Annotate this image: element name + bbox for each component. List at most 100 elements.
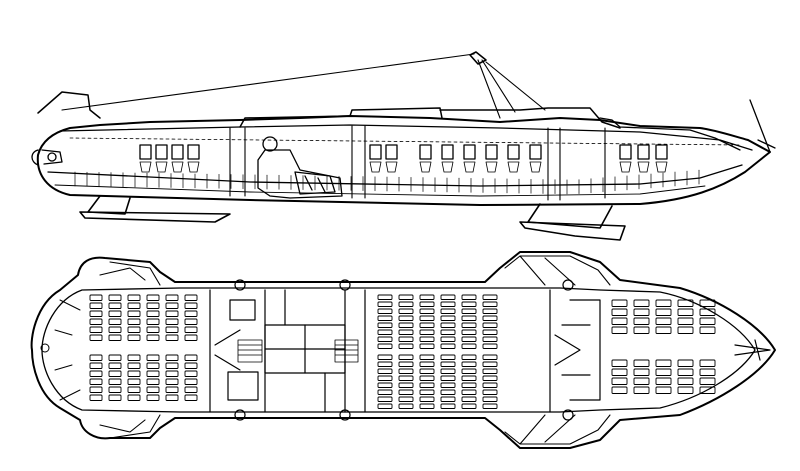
seat (420, 369, 434, 374)
seat (420, 316, 434, 321)
seat (634, 327, 649, 334)
seat (483, 376, 497, 381)
side-seat (620, 162, 631, 172)
seat (483, 404, 497, 409)
seat (378, 383, 392, 388)
seat (109, 327, 121, 333)
seat (420, 397, 434, 402)
seat (90, 371, 102, 377)
seat (420, 390, 434, 395)
hull-frame-band (55, 185, 705, 196)
seat (399, 383, 413, 388)
seat (483, 309, 497, 314)
seat (483, 295, 497, 300)
seat (399, 404, 413, 409)
seat (128, 371, 140, 377)
seat (185, 295, 197, 301)
side-seat (172, 162, 183, 172)
seat (700, 309, 715, 316)
seat (700, 369, 715, 376)
seat (420, 337, 434, 342)
seat (399, 309, 413, 314)
seat (90, 355, 102, 361)
side-seat (140, 162, 151, 172)
seat (441, 390, 455, 395)
seat (185, 319, 197, 325)
seat (90, 327, 102, 333)
seat (378, 404, 392, 409)
seat (109, 303, 121, 309)
seat (462, 295, 476, 300)
side-seat (656, 162, 667, 172)
seat (483, 369, 497, 374)
seat (128, 387, 140, 393)
fore-foil (80, 212, 230, 222)
seat (656, 318, 671, 325)
seat (441, 323, 455, 328)
seat (399, 295, 413, 300)
seat (147, 295, 159, 301)
seat (420, 344, 434, 349)
side-window (420, 145, 431, 159)
seat (462, 369, 476, 374)
bow-cabin (600, 118, 740, 150)
seat (462, 337, 476, 342)
seat (399, 316, 413, 321)
seat (700, 318, 715, 325)
seat (612, 327, 627, 334)
seat (462, 362, 476, 367)
seat (185, 303, 197, 309)
engine-room (258, 150, 342, 198)
seat (378, 316, 392, 321)
seat (483, 302, 497, 307)
stern-lamp (48, 153, 56, 161)
seat (441, 295, 455, 300)
seat (462, 397, 476, 402)
seat (109, 319, 121, 325)
seat (399, 337, 413, 342)
seat (441, 404, 455, 409)
seat (128, 311, 140, 317)
seat (678, 369, 693, 376)
side-bulkheads (230, 126, 605, 200)
seat (378, 337, 392, 342)
seat (128, 327, 140, 333)
seat (634, 318, 649, 325)
seat (185, 327, 197, 333)
seat (90, 311, 102, 317)
seat (634, 309, 649, 316)
seat (378, 323, 392, 328)
seat (656, 300, 671, 307)
seat (462, 316, 476, 321)
seat (656, 387, 671, 394)
seat (399, 362, 413, 367)
seat (128, 363, 140, 369)
seat (441, 362, 455, 367)
seat (109, 379, 121, 385)
seat (90, 319, 102, 325)
seat (166, 295, 178, 301)
seat (420, 323, 434, 328)
seat (90, 335, 102, 341)
side-window (386, 145, 397, 159)
side-window (156, 145, 167, 159)
side-seat (386, 162, 397, 172)
side-window-row (140, 145, 667, 172)
seat (462, 302, 476, 307)
seat (483, 330, 497, 335)
seat (462, 323, 476, 328)
side-window (140, 145, 151, 159)
side-window (530, 145, 541, 159)
seat (612, 387, 627, 394)
seat (462, 383, 476, 388)
seat (441, 376, 455, 381)
seat (147, 395, 159, 401)
seat (441, 383, 455, 388)
seat (90, 395, 102, 401)
hull-frames (75, 170, 699, 194)
side-window (370, 145, 381, 159)
seat (612, 300, 627, 307)
seat (399, 302, 413, 307)
seat (678, 387, 693, 394)
